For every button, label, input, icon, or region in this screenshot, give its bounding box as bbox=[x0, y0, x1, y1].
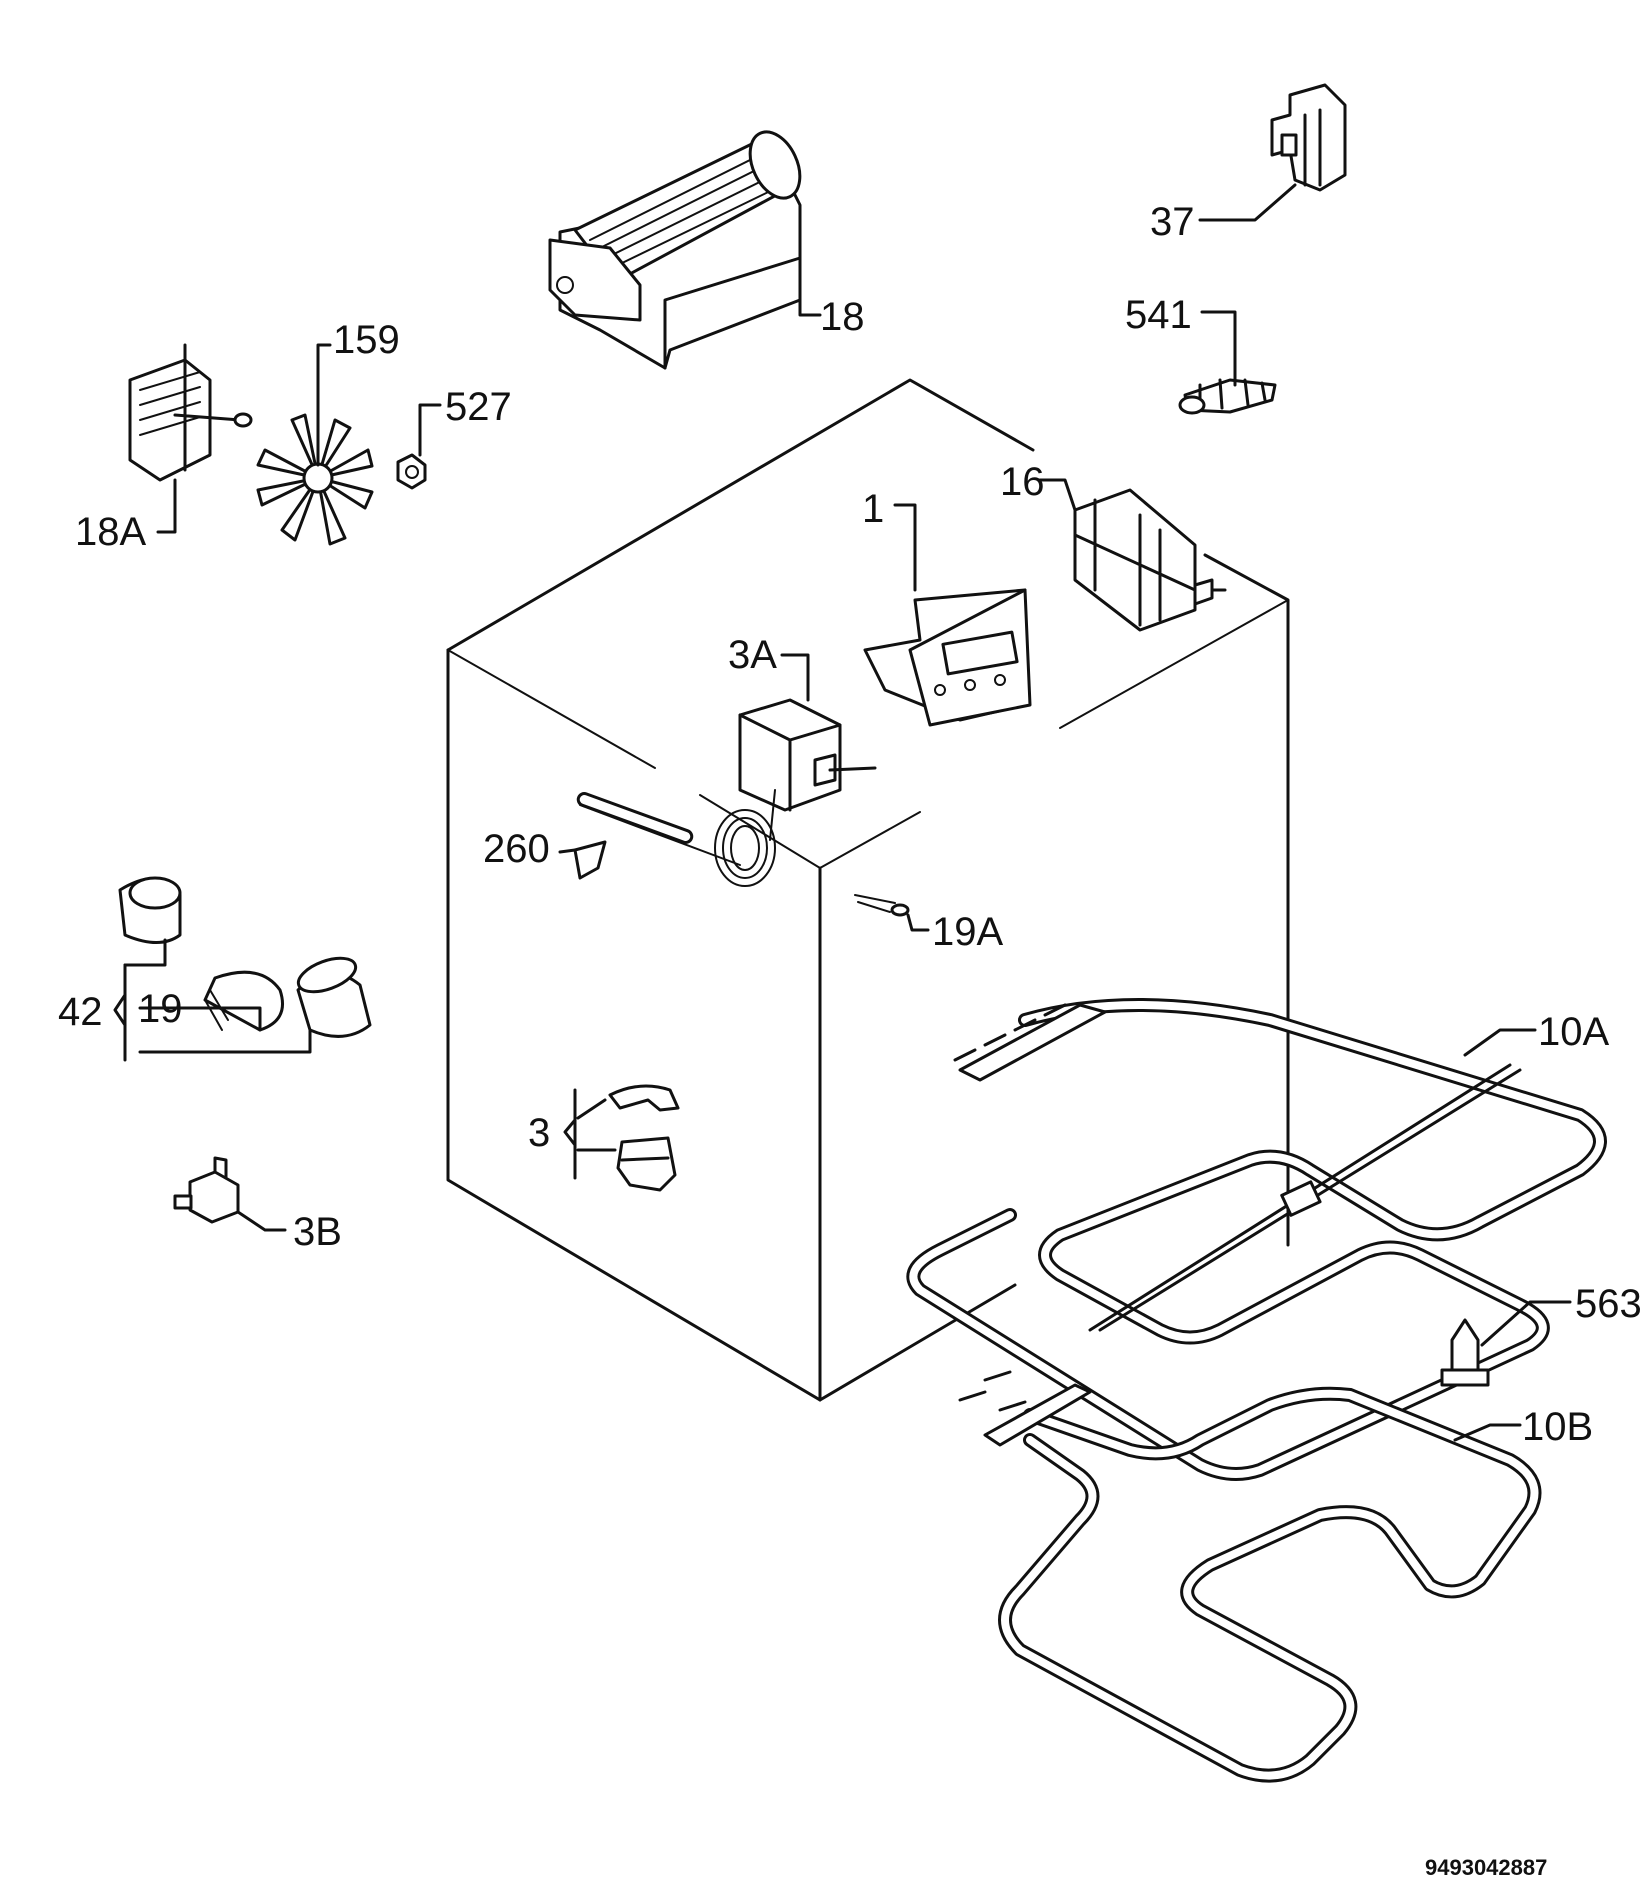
part-label-18: 18 bbox=[820, 295, 865, 339]
part-label-19a: 19A bbox=[932, 910, 1003, 954]
fan-motor-part bbox=[128, 343, 253, 534]
tangential-fan-part bbox=[548, 130, 822, 370]
part-label-42: 42 bbox=[58, 990, 103, 1034]
terminal-bracket-part bbox=[1198, 83, 1347, 222]
electronic-timer-part bbox=[863, 503, 1032, 727]
part-label-541: 541 bbox=[1125, 293, 1192, 337]
top-heating-element-part bbox=[906, 998, 1607, 1481]
part-label-10b: 10B bbox=[1522, 1405, 1593, 1449]
part-label-1: 1 bbox=[862, 487, 884, 531]
nut-part bbox=[396, 403, 442, 490]
clip-part bbox=[558, 840, 607, 880]
part-label-563: 563 bbox=[1575, 1282, 1642, 1326]
part-label-16: 16 bbox=[1000, 460, 1045, 504]
part-label-3b: 3B bbox=[293, 1210, 342, 1254]
part-label-37: 37 bbox=[1150, 200, 1195, 244]
fan-blade-part bbox=[256, 343, 374, 546]
part-label-3a: 3A bbox=[728, 633, 777, 677]
part-label-3: 3 bbox=[528, 1111, 550, 1155]
drawing-code: 9493042887 bbox=[1425, 1855, 1547, 1880]
sensor-part bbox=[854, 894, 930, 932]
part-label-18a: 18A bbox=[75, 510, 146, 554]
lamp-assembly-part bbox=[113, 876, 372, 1062]
thermostat-part bbox=[576, 653, 877, 887]
part-label-19: 19 bbox=[138, 987, 183, 1031]
part-label-260: 260 bbox=[483, 827, 550, 871]
connector-part bbox=[1178, 310, 1277, 415]
small-thermostat-part bbox=[173, 1156, 287, 1232]
thermal-fuse-part bbox=[563, 1084, 680, 1192]
oven-cabinet bbox=[446, 378, 1290, 1402]
part-label-527: 527 bbox=[445, 385, 512, 429]
part-label-10a: 10A bbox=[1538, 1010, 1609, 1054]
bottom-heating-element-part bbox=[958, 1370, 1542, 1783]
selector-switch-part bbox=[1038, 478, 1227, 632]
part-label-159: 159 bbox=[333, 318, 400, 362]
foot-part bbox=[1440, 1300, 1572, 1387]
